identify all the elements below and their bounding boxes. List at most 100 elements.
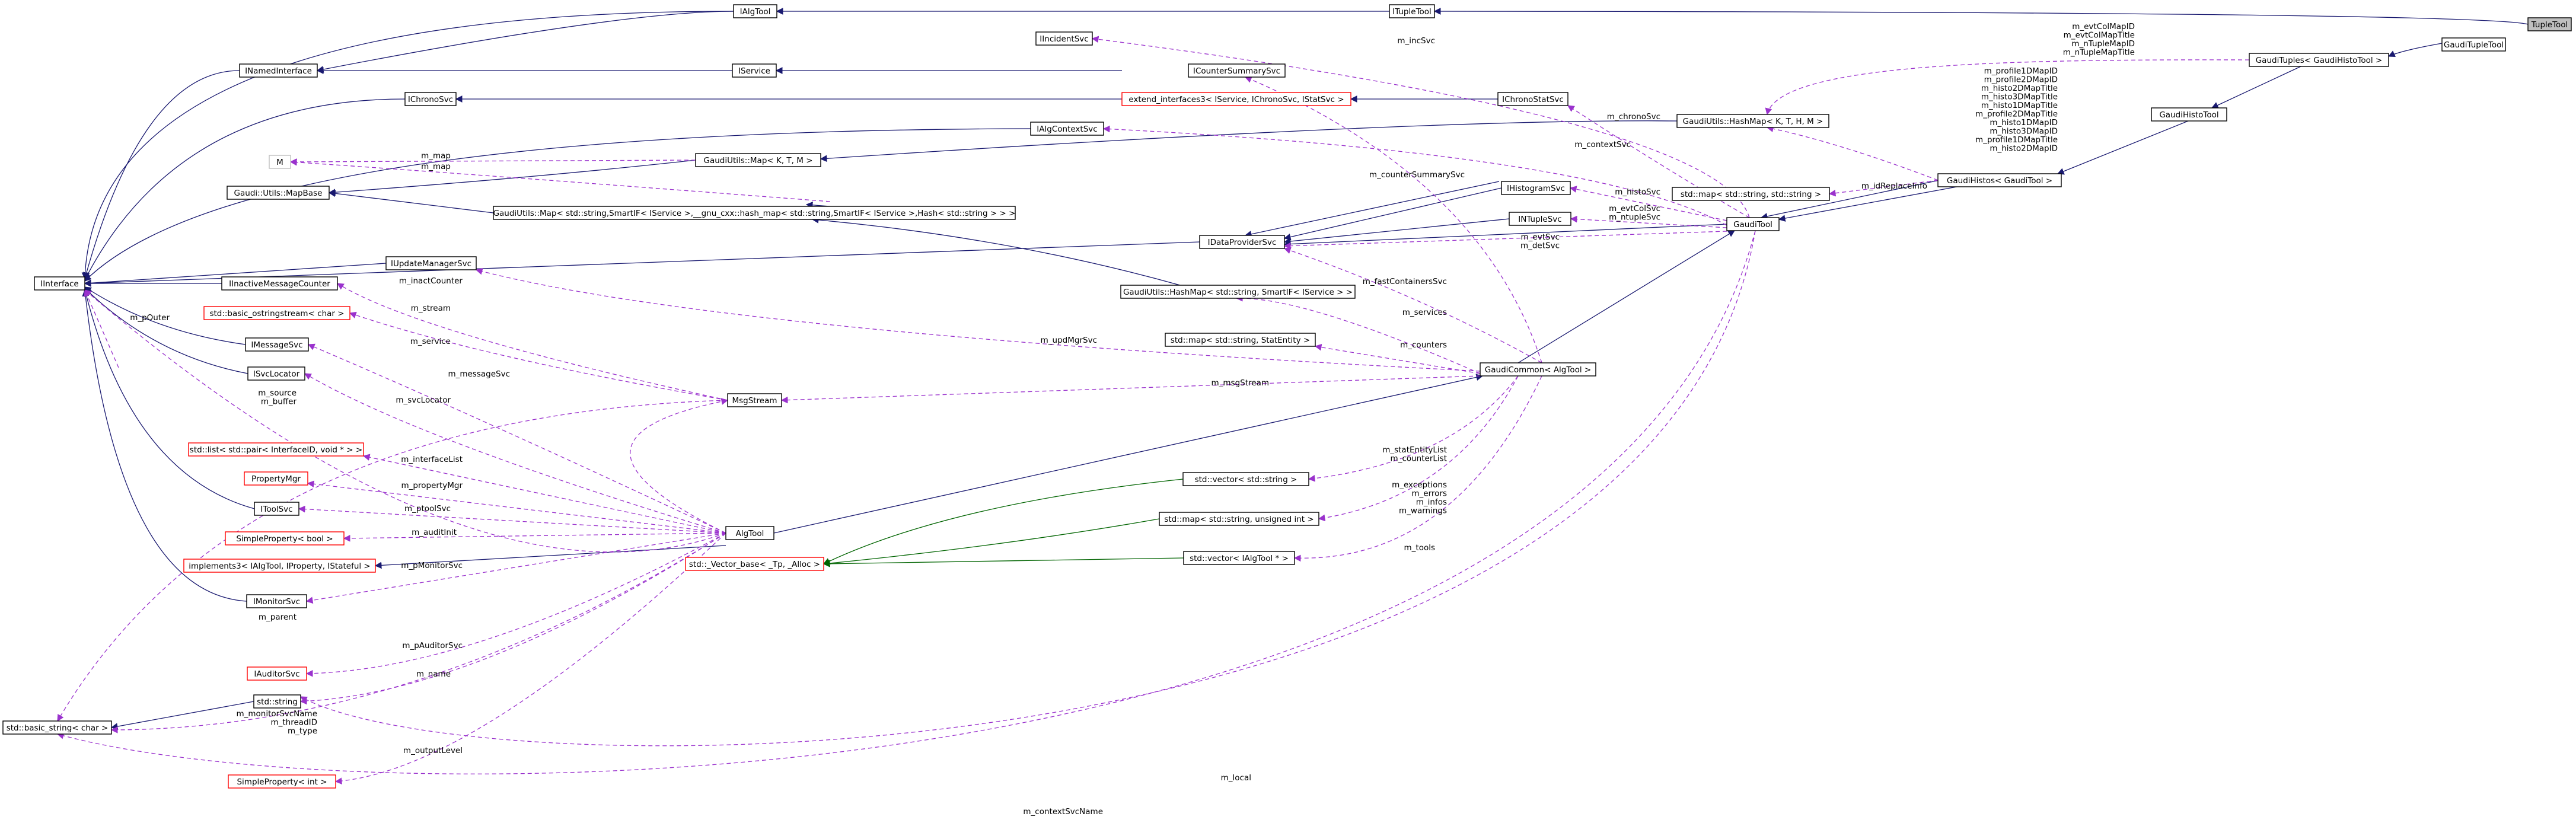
node-label: IHistogramSvc [1507, 184, 1565, 193]
node-vector-ialgtool[interactable]: std::vector< IAlgTool * > [1183, 551, 1295, 565]
node-idataprovidersvc[interactable]: IDataProviderSvc [1199, 235, 1285, 249]
node-imonitorsvc[interactable]: IMonitorSvc [246, 594, 307, 608]
node-simpleproperty-bool[interactable]: SimpleProperty< bool > [225, 531, 345, 546]
usage-edge-49 [1570, 215, 1727, 228]
node-gauditool[interactable]: GaudiTool [1726, 217, 1780, 231]
node-hashmap-string-service[interactable]: GaudiUtils::HashMap< std::string, SmartI… [1120, 285, 1356, 299]
node-hashmap-kthm[interactable]: GaudiUtils::HashMap< K, T, H, M > [1676, 114, 1829, 128]
node-box [1121, 92, 1351, 106]
node-map-string-uint[interactable]: std::map< std::string, unsigned int > [1159, 512, 1319, 526]
usage-edge-68 [343, 532, 726, 542]
node-box [2527, 17, 2572, 31]
edge-label-evtcol: m_nTupleMapID [2071, 39, 2135, 49]
edge-label-evtcolsvc: m_ntupleSvc [1609, 213, 1660, 222]
edge-label-inactcounter: m_inactCounter [399, 276, 463, 286]
node-label: IUpdateManagerSvc [391, 259, 471, 269]
node-ituple-tool[interactable]: ITupleTool [1389, 4, 1435, 18]
node-ialgtool[interactable]: IAlgTool [733, 4, 777, 18]
node-m[interactable]: M [269, 155, 291, 169]
node-icountersummarysvc[interactable]: ICounterSummarySvc [1188, 63, 1286, 78]
node-msgstream[interactable]: MsgStream [727, 393, 782, 407]
node-label: AlgTool [736, 529, 764, 538]
node-label: GaudiTupleTool [2444, 40, 2504, 50]
node-ichronosvc[interactable]: IChronoSvc [404, 92, 457, 106]
node-gaudihistotool[interactable]: GaudiHistoTool [2151, 107, 2227, 122]
usage-edge-63 [362, 454, 726, 534]
node-map-ktm[interactable]: GaudiUtils::Map< K, T, M > [695, 153, 821, 167]
node-map-string-statentity[interactable]: std::map< std::string, StatEntity > [1165, 333, 1316, 347]
node-label: IToolSvc [260, 505, 292, 514]
template-edge-38 [822, 518, 1160, 567]
edge-label-histomaps: m_profile1DMapID [1984, 66, 2058, 76]
node-ichronostatsvc[interactable]: IChronoStatSvc [1497, 92, 1568, 106]
node-vector-base[interactable]: std::_Vector_base< _Tp, _Alloc > [685, 557, 824, 571]
node-isvclocator[interactable]: ISvcLocator [247, 366, 305, 381]
node-list-pair[interactable]: std::list< std::pair< InterfaceID, void … [188, 442, 364, 457]
node-gauditupleshisto[interactable]: GaudiTuples< GaudiHistoTool > [2249, 53, 2389, 67]
node-vector-string[interactable]: std::vector< std::string > [1182, 472, 1309, 486]
node-propertymgr[interactable]: PropertyMgr [244, 471, 308, 486]
usage-edge-47 [1569, 186, 1727, 221]
node-ialgcontextsvc[interactable]: IAlgContextSvc [1030, 122, 1104, 136]
inheritance-edge-0 [1433, 8, 2529, 25]
node-label: IDataProviderSvc [1208, 238, 1277, 247]
edge-label-evtsvc: m_evtSvc [1521, 232, 1560, 242]
node-box [244, 471, 308, 486]
node-tupletool[interactable]: TupleTool [2527, 17, 2572, 31]
edge-label-incsvc: m_incSvc [1397, 36, 1435, 46]
inheritance-edge-3 [316, 11, 734, 73]
edge-label-svclocator: m_svcLocator [396, 395, 451, 405]
node-gaudicommon[interactable]: GaudiCommon< AlgTool > [1480, 362, 1596, 377]
usage-edge-73 [299, 532, 726, 705]
node-implements3[interactable]: implements3< IAlgTool, IProperty, IState… [183, 559, 376, 573]
usage-edge-71 [84, 289, 726, 553]
node-iupdatemanagersvc[interactable]: IUpdateManagerSvc [385, 256, 477, 270]
node-mapbase[interactable]: Gaudi::Utils::MapBase [227, 186, 330, 200]
edge-label-monitorsvcname: m_type [288, 726, 317, 736]
node-algtool[interactable]: AlgTool [725, 526, 774, 540]
node-label: ITupleTool [1392, 7, 1432, 17]
usage-edge-64 [1308, 375, 1519, 482]
node-map-string-string[interactable]: std::map< std::string, std::string > [1672, 187, 1830, 201]
node-gauditupletool[interactable]: GaudiTupleTool [2441, 37, 2506, 52]
usage-edge-56 [307, 343, 726, 534]
node-label: GaudiUtils::Map< K, T, M > [703, 156, 812, 165]
edge-label-map1: m_map [421, 151, 451, 161]
edge-label-statentitylist: m_counterList [1391, 454, 1447, 464]
usage-edge-43 [1244, 76, 1542, 363]
node-iinactivemessagecounter[interactable]: IInactiveMessageCounter [221, 276, 338, 291]
node-box [1726, 217, 1780, 231]
edge-label-pauditorsvc: m_pAuditorSvc [402, 641, 463, 650]
node-gaudihistos[interactable]: GaudiHistos< GaudiTool > [1937, 173, 2062, 187]
usage-edge-46 [289, 158, 831, 202]
node-imessagesvc[interactable]: IMessageSvc [245, 337, 309, 352]
node-iservice[interactable]: IService [732, 63, 777, 78]
node-ihistogramsvc[interactable]: IHistogramSvc [1501, 181, 1571, 195]
node-basic-ostringstream[interactable]: std::basic_ostringstream< char > [203, 306, 350, 320]
edge-label-histomaps: m_profile2DMapTitle [1975, 110, 2058, 119]
node-intuplesvc[interactable]: INTupleSvc [1509, 212, 1571, 226]
node-std-string[interactable]: std::string [253, 694, 301, 709]
node-label: ICounterSummarySvc [1193, 66, 1280, 76]
edge-label-histomaps: m_histo2DMapID [1990, 144, 2058, 154]
node-iincidentsvc[interactable]: IIncidentSvc [1035, 31, 1093, 46]
edge-label-evtsvc: m_detSvc [1520, 241, 1560, 251]
node-inamedinterface[interactable]: INamedInterface [239, 63, 318, 78]
node-itoolsvc[interactable]: IToolSvc [254, 502, 299, 516]
node-iinterface[interactable]: IInterface [34, 276, 85, 291]
node-box [253, 694, 301, 709]
edge-label-local: m_local [1221, 773, 1251, 783]
node-basic-string[interactable]: std::basic_string< char > [2, 720, 112, 735]
node-map-string-service[interactable]: GaudiUtils::Map< std::string,SmartIF< IS… [493, 206, 1016, 220]
node-simpleproperty-int[interactable]: SimpleProperty< int > [228, 774, 336, 789]
node-box [228, 774, 336, 789]
inheritance-edge-6 [81, 11, 734, 280]
usage-edge-67 [298, 505, 726, 534]
edge-label-histosvc: m_histoSvc [1615, 187, 1660, 197]
usage-edge-52 [1283, 247, 1542, 363]
node-iauditorsvc[interactable]: IAuditorSvc [247, 666, 307, 681]
node-box [1497, 92, 1568, 106]
node-box [404, 92, 457, 106]
node-extend-interfaces3[interactable]: extend_interfaces3< IService, IChronoSvc… [1121, 92, 1351, 106]
